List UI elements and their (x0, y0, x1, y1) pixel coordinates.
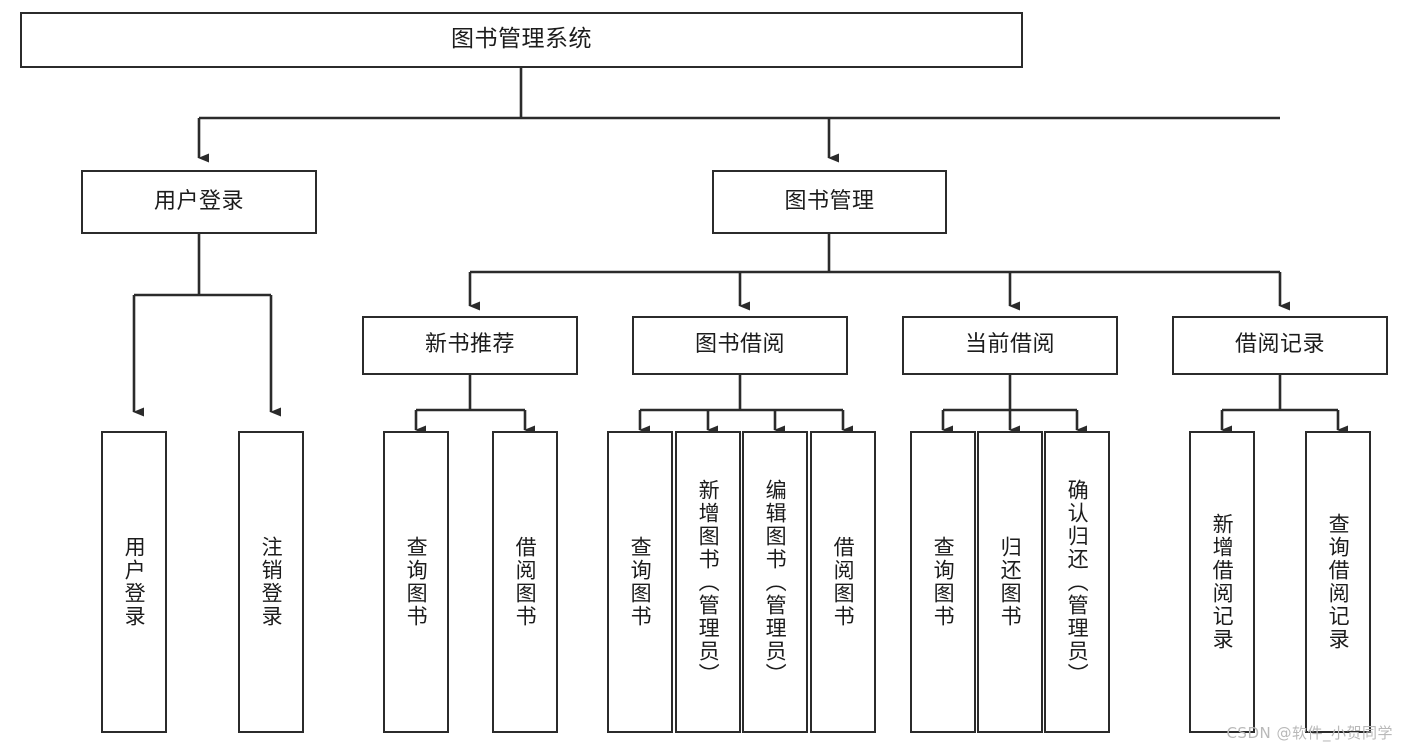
node-label: 借阅记录 (1234, 332, 1325, 358)
csdn-watermark: CSDN @软件_小贺同学 (1226, 724, 1393, 742)
node-root-book-management-system[interactable]: 图书管理系统 (20, 12, 1023, 68)
leaf-user-login-logout[interactable]: 注销登录 (238, 431, 304, 733)
node-label: 当前借阅 (964, 332, 1055, 358)
leaf-user-login-login[interactable]: 用户登录 (101, 431, 167, 733)
node-label: 查询图书 (628, 536, 653, 628)
leaf-new-book-borrow-book[interactable]: 借阅图书 (492, 431, 558, 733)
node-label: 图书管理 (784, 188, 875, 214)
node-label: 归还图书 (998, 536, 1023, 628)
node-label: 编辑图书（管理员） (763, 478, 788, 686)
node-borrow-record[interactable]: 借阅记录 (1172, 316, 1388, 375)
leaf-current-borrow-confirm-return-admin[interactable]: 确认归还（管理员） (1044, 431, 1110, 733)
node-book-management[interactable]: 图书管理 (712, 170, 947, 234)
leaf-book-borrow-borrow-book[interactable]: 借阅图书 (810, 431, 876, 733)
leaf-book-borrow-query-book[interactable]: 查询图书 (607, 431, 673, 733)
node-label: 用户登录 (153, 188, 244, 214)
node-label: 图书管理系统 (451, 26, 592, 53)
leaf-new-book-query-book[interactable]: 查询图书 (383, 431, 449, 733)
leaf-current-borrow-return-book[interactable]: 归还图书 (977, 431, 1043, 733)
node-label: 确认归还（管理员） (1065, 478, 1090, 686)
node-label: 新增图书（管理员） (696, 478, 721, 686)
node-label: 查询图书 (404, 536, 429, 628)
node-label: 注销登录 (259, 536, 284, 628)
node-label: 新增借阅记录 (1210, 513, 1235, 651)
node-label: 借阅图书 (513, 536, 538, 628)
leaf-current-borrow-query-book[interactable]: 查询图书 (910, 431, 976, 733)
leaf-borrow-record-add-record[interactable]: 新增借阅记录 (1189, 431, 1255, 733)
leaf-borrow-record-query-record[interactable]: 查询借阅记录 (1305, 431, 1371, 733)
node-label: 用户登录 (122, 536, 147, 628)
node-user-login[interactable]: 用户登录 (81, 170, 317, 234)
node-label: 查询图书 (931, 536, 956, 628)
node-label: 图书借阅 (694, 332, 785, 358)
leaf-book-borrow-add-book-admin[interactable]: 新增图书（管理员） (675, 431, 741, 733)
node-label: 新书推荐 (424, 332, 515, 358)
leaf-book-borrow-edit-book-admin[interactable]: 编辑图书（管理员） (742, 431, 808, 733)
node-label: 借阅图书 (831, 536, 856, 628)
node-book-borrow[interactable]: 图书借阅 (632, 316, 848, 375)
node-label: 查询借阅记录 (1326, 513, 1351, 651)
node-new-book-recommend[interactable]: 新书推荐 (362, 316, 578, 375)
node-current-borrow[interactable]: 当前借阅 (902, 316, 1118, 375)
